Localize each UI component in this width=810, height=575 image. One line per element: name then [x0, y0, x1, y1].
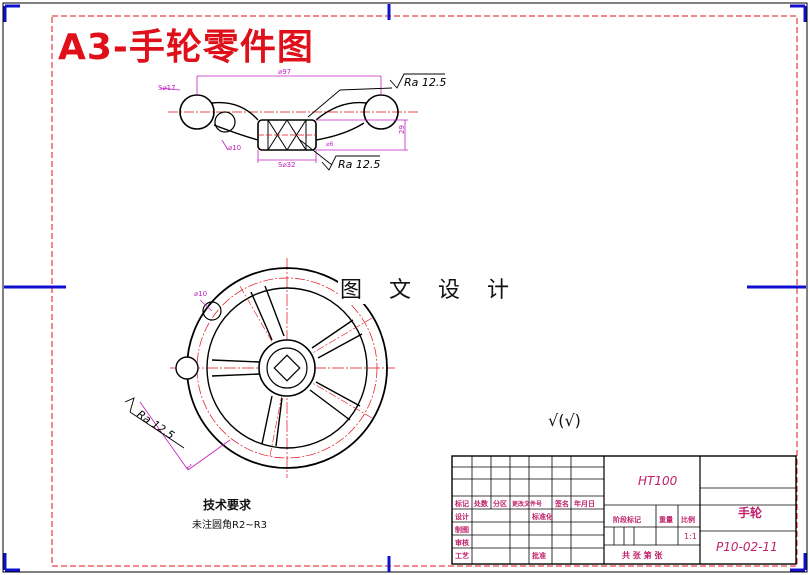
- row-process: 工艺: [455, 552, 469, 560]
- header-signature: 签名: [555, 500, 569, 508]
- row-review: 审核: [455, 539, 469, 547]
- front-view: ⌀97 S⌀17 ⌀10 S⌀32 29 ⌀6 Ra 12.5 Ra 12.5: [158, 68, 446, 171]
- header-change-doc: 更改文件号: [512, 501, 543, 508]
- dim-outer-diameter: ⌀97: [278, 68, 291, 76]
- scale-value: 1:1: [684, 532, 697, 541]
- page-title: A3-手轮零件图: [58, 27, 314, 68]
- header-weight: 重量: [659, 516, 673, 524]
- sheets-info: 共 张 第 张: [622, 551, 663, 560]
- dim-radius: 1: [184, 463, 193, 471]
- header-mark: 标记: [455, 500, 469, 508]
- drawing-number: P10-02-11: [716, 540, 778, 554]
- row-drafting: 制图: [455, 526, 469, 534]
- header-count: 处数: [474, 500, 488, 508]
- row-approve: 批准: [532, 552, 546, 560]
- dim-small-circle: ⌀10: [194, 290, 207, 298]
- roughness-bottom: Ra 12.5: [338, 158, 380, 171]
- title-block-grid: [451, 455, 797, 565]
- part-name: 手轮: [738, 506, 763, 520]
- material-label: HT100: [638, 474, 678, 488]
- row-design: 设计: [455, 513, 469, 521]
- dim-hub: S⌀32: [278, 161, 296, 169]
- general-roughness-mark: √(√): [548, 411, 581, 430]
- dim-bore: ⌀6: [326, 141, 334, 148]
- watermark: 图 文 设 计: [338, 272, 521, 304]
- technical-requirements-note: 未注圆角R2~R3: [192, 520, 267, 531]
- dim-ball-small: ⌀10: [228, 144, 241, 152]
- header-scale: 比例: [681, 516, 695, 524]
- header-date: 年月日: [574, 500, 595, 508]
- row-standardize: 标准化: [532, 513, 553, 521]
- dim-height: 29: [398, 125, 406, 134]
- header-stage-mark: 阶段标记: [613, 516, 641, 524]
- header-zone: 分区: [493, 500, 507, 508]
- dim-ball-left: S⌀17: [158, 84, 176, 92]
- roughness-top-view: Ra 12.5: [134, 408, 176, 442]
- roughness-top: Ra 12.5: [404, 76, 446, 89]
- corner-marks: [3, 4, 807, 572]
- technical-requirements-heading: 技术要求: [203, 498, 252, 512]
- drawing-border: [51, 15, 798, 567]
